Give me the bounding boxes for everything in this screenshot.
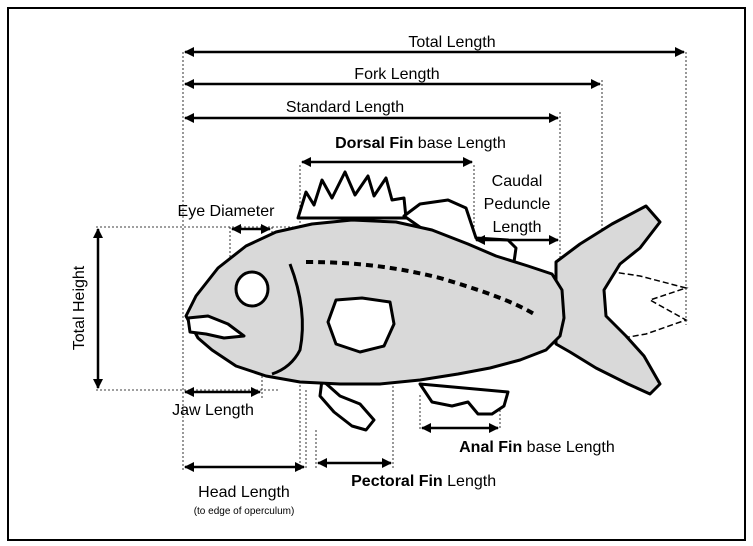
caudal-label-line2: Peduncle <box>484 196 551 213</box>
pectoral-fin-label-bold: Pectoral Fin <box>351 473 443 490</box>
standard-length-label: Standard Length <box>286 99 404 116</box>
caudal-label-line1: Caudal <box>492 173 543 190</box>
caudal-label-line3: Length <box>493 219 542 236</box>
anal-fin-label-bold: Anal Fin <box>459 439 522 456</box>
fork-length-label: Fork Length <box>354 66 439 83</box>
head-length-note: (to edge of operculum) <box>194 506 295 517</box>
total-length-label: Total Length <box>408 34 495 51</box>
pectoral-fin <box>328 298 394 352</box>
pectoral-fin-label-rest: Length <box>443 473 496 490</box>
eye-diameter-label: Eye Diameter <box>178 203 276 220</box>
dorsal-fin-label-bold: Dorsal Fin <box>335 135 413 152</box>
total-height-label: Total Height <box>71 265 88 350</box>
anal-fin-label-rest: base Length <box>522 439 615 456</box>
head-length-label: Head Length <box>198 484 290 501</box>
jaw-length-label: Jaw Length <box>172 402 254 419</box>
fish-eye <box>236 272 268 306</box>
anal-fin-label: Anal Fin base Length <box>428 439 637 456</box>
dorsal-fin-label: Dorsal Fin base Length <box>304 135 528 152</box>
dorsal-fin-label-rest: base Length <box>413 135 506 152</box>
pectoral-fin-label: Pectoral Fin Length <box>320 473 518 490</box>
